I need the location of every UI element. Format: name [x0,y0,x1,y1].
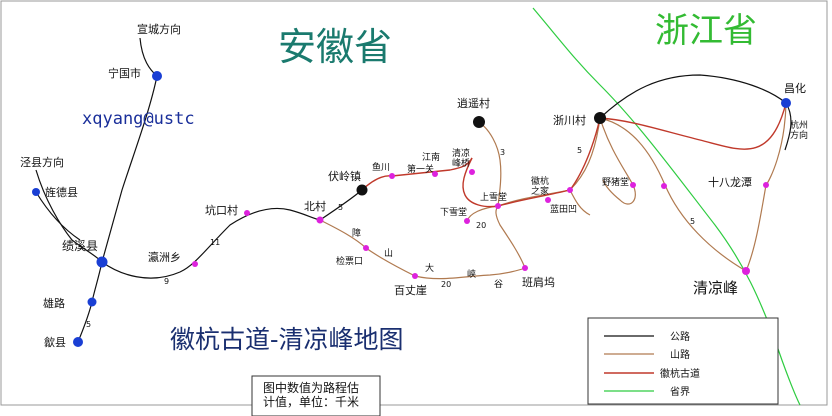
distance-jixi-shexian: 5 [86,320,91,329]
legend-label-province-border: 省界 [670,385,690,398]
label-shexian: 歙县 [44,335,66,349]
map-title: 徽杭古道-清凉峰地图 [170,325,403,354]
dot-shangxuetang [495,203,501,209]
label-shibalong: 十八龙潭 [708,175,752,189]
map-border [0,0,828,406]
dot-yezhutang-east [661,183,667,189]
label-jingde: 旌德县 [45,185,78,199]
label-baizhangya: 百丈崖 [394,284,427,297]
legend: 公路 山路 徽杭古道 省界 [587,317,779,405]
dot-xiaoyao [473,116,485,128]
label-xiaoyao: 逍遥村 [457,96,490,110]
label-qingliangfeng: 清凉峰 [693,279,738,297]
author-credit: xqyang@ustc [82,109,195,129]
note-line-1: 图中数值为路程估 [263,380,359,395]
legend-label-mountain-road: 山路 [670,348,690,361]
label-linchuan: 瀛洲乡 [148,250,181,264]
village-dots [356,112,606,196]
label-changhua: 昌化 [784,81,806,95]
province-label-anhui: 安徽省 [278,25,392,69]
distance-note: 图中数值为路程估 计值，单位：千米 [251,375,381,416]
label-huihang-1: 徽杭 [531,175,549,187]
label-yuchuan: 鱼川 [372,161,390,173]
distance-qingliang: 5 [690,217,695,226]
label-jiangnan-1: 江南 [422,151,440,163]
dot-kengkou [244,210,250,216]
label-valley-2: 山 [384,248,393,259]
dot-baizhangya [412,273,418,279]
label-fuling: 伏岭镇 [328,169,361,183]
dot-jixi [96,256,108,268]
note-box [251,375,381,416]
label-valley-5: 谷 [494,279,503,290]
label-beicun: 北村 [304,199,326,213]
label-ningguo: 宁国市 [108,66,141,80]
dot-yezhutang [630,182,636,188]
dot-shexian [73,337,83,347]
dot-zhechuan [594,112,606,124]
label-xiaxuetang: 下雪堂 [440,206,467,218]
province-label-zhejiang: 浙江省 [655,11,757,51]
dot-jianpiaokou [363,245,369,251]
label-banjianwu: 班肩坞 [522,275,555,289]
dot-qiao [469,169,475,175]
dot-landiao [545,197,551,203]
distance-valley: 20 [441,280,451,289]
label-valley-1: 障 [352,227,361,239]
town-dots [32,71,791,347]
dot-jiangnan [432,171,438,177]
dot-linchuan [192,261,198,267]
ancient-trail [361,102,787,208]
label-kengkou: 坑口村 [205,203,238,217]
dot-fuling [356,184,368,196]
dot-jingde [32,188,40,196]
dot-changhua [781,98,791,108]
distance-jixi-linchuan: 9 [164,277,169,286]
legend-label-ancient-trail: 徽杭古道 [660,367,700,380]
label-jingxian: 泾县方向 [20,155,64,169]
roads [35,37,792,343]
label-qiao-1: 清凉 [452,147,470,159]
dot-xiaxuetang [464,218,470,224]
label-zhechuan: 浙川村 [553,113,586,127]
distance-kengkou-beicun: 5 [338,203,343,212]
label-xuancheng: 宣城方向 [137,22,181,36]
dot-xionglu [87,297,97,307]
distance-zhechuan-south: 5 [577,146,582,155]
legend-label-road: 公路 [670,330,690,343]
dot-shibalong [763,182,769,188]
poi-dots [192,169,769,279]
label-jianpiaokou: 检票口 [336,255,363,267]
label-valley-4: 峡 [467,268,476,280]
distance-linchuan-kengkou: 11 [210,238,220,247]
label-hangzhou-1: 杭州 [790,119,808,131]
label-landiao: 蓝田凹 [550,203,577,215]
dot-ningguo [152,71,162,81]
label-shangxuetang: 上雪堂 [480,191,507,203]
distance-xiaoyao: 3 [500,148,505,157]
legend-box [587,317,779,405]
distance-xuetang: 20 [476,221,486,230]
note-line-2: 计值，单位：千米 [263,394,359,409]
label-jiangnan-2: 第一关 [407,163,434,175]
dot-qingliangfeng [742,267,750,275]
label-yezhutang: 野猪堂 [602,176,629,188]
label-jixi: 绩溪县 [62,239,98,253]
label-valley-3: 大 [425,262,434,274]
dot-banjianwu [522,265,528,271]
label-xionglu: 雄路 [43,296,65,310]
dot-huihang [567,187,573,193]
dot-beicun [316,216,324,224]
dot-yuchuan [389,173,395,179]
label-hangzhou-2: 方向 [790,129,808,141]
label-qiao-2: 峰桥 [452,157,470,169]
label-huihang-2: 之家 [531,185,549,197]
